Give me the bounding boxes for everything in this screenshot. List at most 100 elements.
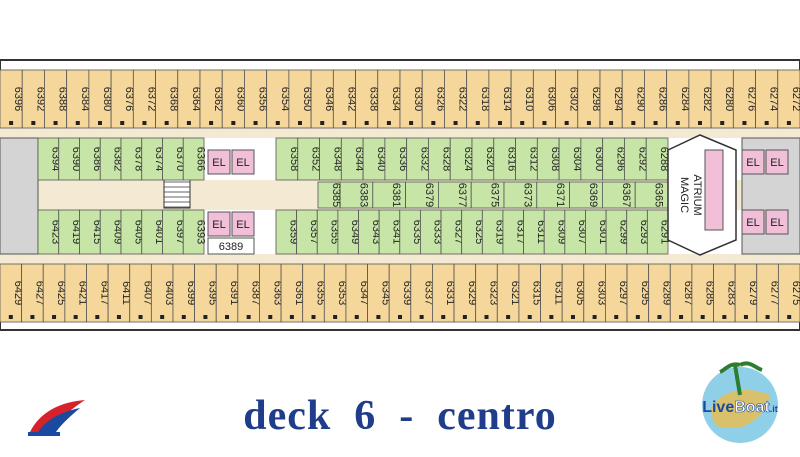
cabin-number-6421: 6421	[77, 281, 89, 305]
cabin-number-6276: 6276	[745, 87, 757, 111]
accessible-marker-icon	[181, 315, 186, 319]
accessible-marker-icon	[342, 121, 347, 125]
cabin-number-6321: 6321	[509, 281, 521, 305]
cabin-6389	[207, 237, 255, 255]
cabin-number-6353: 6353	[336, 281, 348, 305]
elevator-label: EL	[770, 217, 783, 229]
cabin-number-6346: 6346	[323, 87, 335, 111]
accessible-marker-icon	[586, 121, 591, 125]
cabin-number-6279: 6279	[747, 281, 759, 305]
cabin-6375	[470, 181, 505, 209]
accessible-marker-icon	[506, 315, 511, 319]
elevator-label: EL	[746, 157, 759, 169]
accessible-marker-icon	[409, 121, 414, 125]
cabin-number-6287: 6287	[682, 281, 694, 305]
cabin-number-6289: 6289	[660, 281, 672, 305]
elevator-label: EL	[212, 219, 225, 231]
accessible-marker-icon	[722, 315, 727, 319]
cabin-number-6365: 6365	[653, 183, 665, 207]
cabin-number-6298: 6298	[590, 87, 602, 111]
accessible-marker-icon	[549, 315, 554, 319]
cabin-number-6366: 6366	[195, 147, 207, 171]
accessible-marker-icon	[441, 315, 446, 319]
cabin-number-6308: 6308	[549, 147, 561, 171]
cabin-number-6384: 6384	[79, 87, 91, 111]
cabin-6393	[182, 209, 205, 255]
cabin-number-6345: 6345	[379, 281, 391, 305]
cabin-6366	[182, 137, 205, 181]
cabin-number-6342: 6342	[345, 87, 357, 111]
cabin-6381	[372, 181, 406, 209]
elevator-label: EL	[236, 157, 249, 169]
cabin-number-6285: 6285	[704, 281, 716, 305]
accessible-marker-icon	[743, 315, 748, 319]
cabin-number-6360: 6360	[234, 87, 246, 111]
cabin-number-6411: 6411	[120, 281, 132, 305]
accessible-marker-icon	[764, 121, 769, 125]
cabin-number-6280: 6280	[723, 87, 735, 111]
cabin-number-6369: 6369	[587, 183, 599, 207]
cabin-number-6332: 6332	[419, 147, 431, 171]
cabin-number-6368: 6368	[168, 87, 180, 111]
cabin-number-6305: 6305	[574, 281, 586, 305]
accessible-marker-icon	[275, 121, 280, 125]
cabin-number-6379: 6379	[423, 183, 435, 207]
accessible-marker-icon	[787, 315, 792, 319]
accessible-marker-icon	[364, 121, 369, 125]
cabin-number-6282: 6282	[701, 87, 713, 111]
accessible-marker-icon	[73, 315, 78, 319]
cabin-number-6284: 6284	[679, 87, 691, 111]
cabin-number-6311: 6311	[552, 281, 564, 305]
accessible-marker-icon	[320, 121, 325, 125]
elevator-label: EL	[770, 157, 783, 169]
corridor-upper	[0, 128, 800, 138]
corridor-lower	[0, 254, 800, 264]
accessible-marker-icon	[653, 121, 658, 125]
cabin-number-6340: 6340	[375, 147, 387, 171]
cabin-number-6399: 6399	[185, 281, 197, 305]
cabin-number-6316: 6316	[506, 147, 518, 171]
accessible-marker-icon	[570, 315, 575, 319]
accessible-marker-icon	[631, 121, 636, 125]
cabin-number-6407: 6407	[142, 281, 154, 305]
cabin-number-6377: 6377	[456, 183, 468, 207]
cabin-number-6339: 6339	[401, 281, 413, 305]
cabin-number-6361: 6361	[293, 281, 305, 305]
accessible-marker-icon	[120, 121, 125, 125]
cabin-number-6324: 6324	[462, 147, 474, 171]
accessible-marker-icon	[376, 315, 381, 319]
accessible-marker-icon	[186, 121, 191, 125]
cabin-number-6352: 6352	[310, 147, 322, 171]
accessible-marker-icon	[786, 121, 791, 125]
cabin-number-6387: 6387	[250, 281, 262, 305]
accessible-marker-icon	[484, 315, 489, 319]
cabin-number-6304: 6304	[571, 147, 583, 171]
cabin-number-6310: 6310	[523, 87, 535, 111]
cabin-number-6425: 6425	[55, 281, 67, 305]
accessible-marker-icon	[609, 121, 614, 125]
cabin-number-6385: 6385	[330, 183, 342, 207]
atrium-label-1: MAGIC	[678, 177, 690, 213]
accessible-marker-icon	[475, 121, 480, 125]
cabin-number-6330: 6330	[412, 87, 424, 111]
cabin-number-6354: 6354	[279, 87, 291, 111]
accessible-marker-icon	[8, 315, 13, 319]
accessible-marker-icon	[354, 315, 359, 319]
accessible-marker-icon	[142, 121, 147, 125]
accessible-marker-icon	[700, 315, 705, 319]
accessible-marker-icon	[268, 315, 273, 319]
accessible-marker-icon	[75, 121, 80, 125]
cabin-number-6393: 6393	[195, 220, 207, 244]
cabin-number-6358: 6358	[288, 147, 300, 171]
cabin-number-6363: 6363	[271, 281, 283, 305]
cabin-number-6348: 6348	[331, 147, 343, 171]
cabin-number-6329: 6329	[466, 281, 478, 305]
cabin-number-6355: 6355	[315, 281, 327, 305]
accessible-marker-icon	[542, 121, 547, 125]
cabin-number-6364: 6364	[190, 87, 202, 111]
accessible-marker-icon	[209, 121, 214, 125]
